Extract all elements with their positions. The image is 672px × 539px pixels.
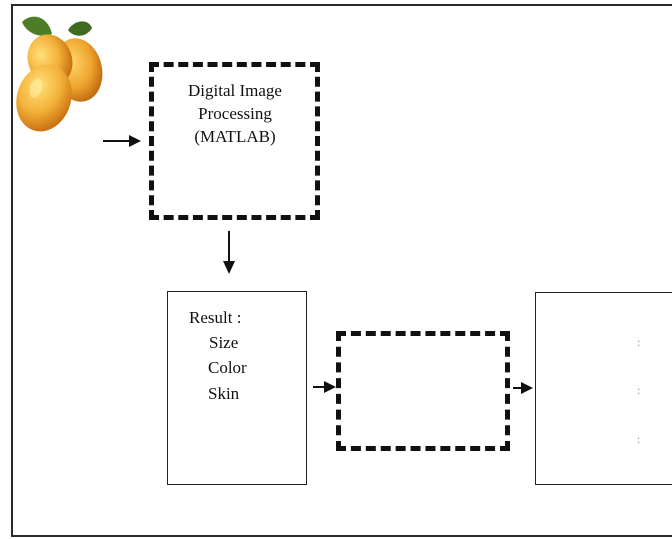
output-mark-2: : — [637, 383, 641, 397]
output-mark-3: : — [637, 432, 641, 446]
result-heading: Result : — [189, 308, 242, 327]
result-item-color: Color — [208, 358, 247, 377]
processing-label-line1: Digital Image — [188, 81, 282, 100]
arrow-middle-to-output — [513, 382, 533, 394]
arrow-mango-to-processing — [103, 135, 141, 147]
result-box — [167, 291, 307, 485]
arrow-processing-to-result — [223, 231, 235, 274]
output-mark-1: : — [637, 335, 641, 349]
result-item-size: Size — [209, 333, 239, 352]
middle-box — [336, 331, 510, 451]
result-item-skin: Skin — [208, 384, 240, 403]
diagram-frame — [11, 4, 672, 537]
processing-label-line3: (MATLAB) — [194, 127, 276, 146]
output-box — [535, 292, 672, 485]
mango-fruit-icon — [16, 16, 103, 132]
processing-box — [149, 62, 320, 220]
processing-label-line2: Processing — [198, 104, 272, 123]
arrow-result-to-middle — [313, 381, 336, 393]
